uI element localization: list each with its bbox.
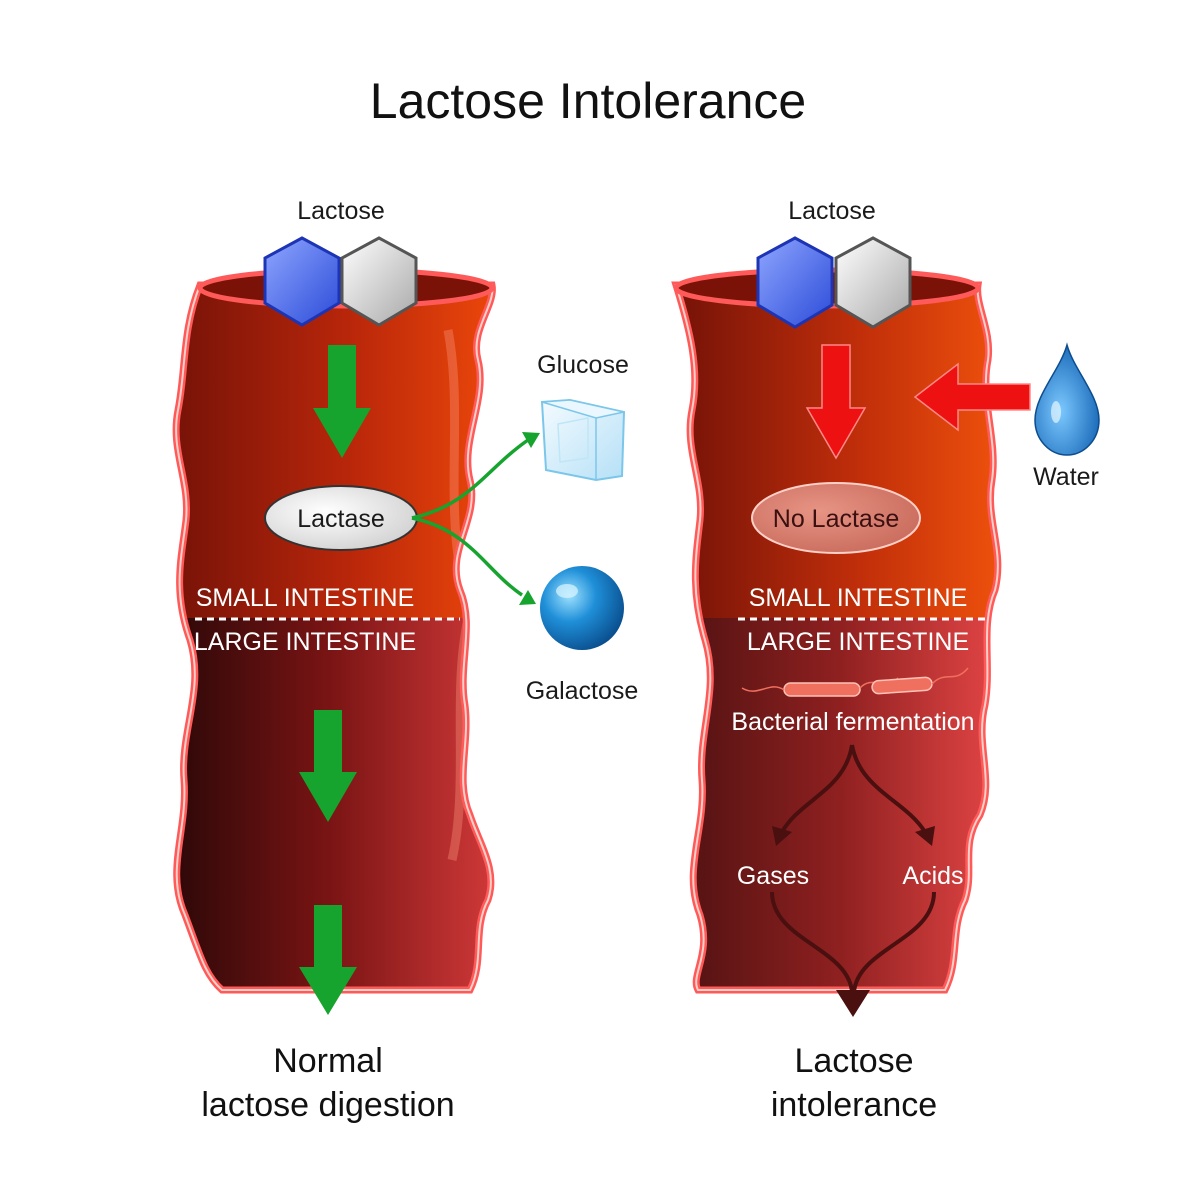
galactose-ring-hexagon [834, 236, 912, 329]
acids-label: Acids [902, 862, 963, 890]
lactose-molecule [756, 236, 912, 329]
bacteria-icon [741, 667, 969, 697]
galactose-ring-hexagon [340, 236, 418, 327]
green-down-arrow [299, 905, 357, 1015]
product-arrows [411, 432, 540, 605]
page-title: Lactose Intolerance [370, 73, 806, 129]
normal-digestion-label-line2: lactose digestion [201, 1086, 454, 1124]
gases-label: Gases [737, 862, 809, 890]
no-lactase-label: No Lactase [773, 505, 899, 533]
no-lactase-enzyme [751, 482, 921, 554]
water-inflow-arrow [913, 362, 1031, 432]
large-intestine-region [676, 618, 998, 990]
galactose-label: Galactose [526, 677, 639, 705]
bacterial-fermentation-label: Bacterial fermentation [731, 708, 974, 736]
lactose-label: Lactose [788, 197, 876, 225]
digestion-arrows [299, 345, 371, 1015]
large-intestine-label: LARGE INTESTINE [747, 628, 969, 656]
lactose-intolerance-label-line2: intolerance [771, 1086, 937, 1124]
small-intestine-region [176, 285, 493, 618]
green-down-arrow [313, 345, 371, 458]
glucose-cube-icon [540, 398, 626, 482]
lactose-intolerance-label-line1: Lactose [794, 1042, 913, 1080]
large-intestine-label: LARGE INTESTINE [194, 628, 416, 656]
red-down-arrow [805, 344, 867, 460]
lactase-label: Lactase [297, 505, 385, 533]
glucose-ring-hexagon [756, 236, 834, 329]
glucose-ring-hexagon [263, 236, 341, 327]
small-intestine-label: SMALL INTESTINE [196, 584, 415, 612]
fermentation-arrows [770, 744, 936, 1017]
glucose-arrow [411, 438, 530, 520]
water-drop-icon [1034, 342, 1100, 456]
lactose-label: Lactose [297, 197, 385, 225]
normal-digestion-label-line1: Normal [273, 1042, 383, 1080]
dark-down-arrowhead [836, 990, 870, 1017]
water-label: Water [1033, 463, 1099, 491]
galactose-sphere-icon [540, 566, 624, 650]
green-down-arrow [299, 710, 357, 822]
small-intestine-label: SMALL INTESTINE [749, 584, 968, 612]
lactose-molecule [263, 236, 418, 327]
glucose-label: Glucose [537, 351, 629, 379]
galactose-arrow [411, 516, 523, 597]
